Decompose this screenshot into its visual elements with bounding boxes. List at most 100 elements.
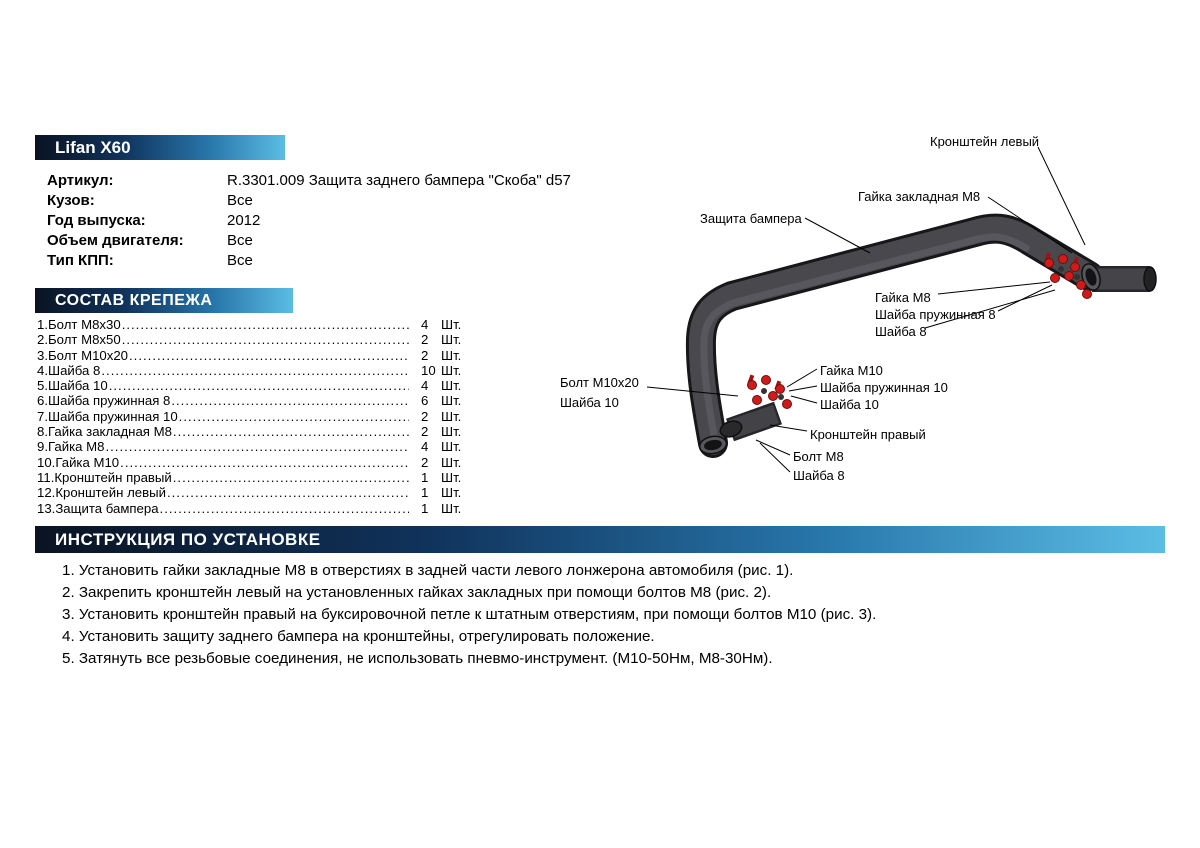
instruction-step: 2. Закрепить кронштейн левый на установл… (62, 584, 772, 601)
list-item: 1.Болт М8х304Шт. (37, 317, 471, 332)
diagram-label: Кронштейн левый (930, 134, 1040, 149)
bumper-guard-drawing-icon (646, 146, 1157, 473)
spec-value: Все (227, 232, 253, 249)
part-qty: 2 (421, 424, 429, 440)
part-unit: Шт. (441, 347, 462, 363)
list-item: 8.Гайка закладная М8 2 Шт. (37, 424, 471, 439)
part-qty: 2 (421, 454, 429, 470)
diagram-label: Шайба 10 (560, 395, 619, 410)
diagram-label: Болт М8 (793, 449, 844, 464)
part-unit: Шт. (441, 469, 462, 485)
spec-row: Кузов: Все (47, 191, 571, 211)
dot-leader (129, 348, 409, 363)
list-item: 2.Болт М8х502Шт. (37, 332, 471, 347)
part-qty: 1 (421, 500, 429, 516)
diagram-label: Шайба пружинная 8 (875, 307, 996, 322)
part-qty: 2 (421, 408, 429, 424)
list-item: 9.Гайка М8 4 Шт. (37, 439, 471, 454)
dot-leader (120, 455, 409, 470)
diagram-label: Шайба 10 (820, 397, 879, 412)
instruction-step: 5. Затянуть все резьбовые соединения, не… (62, 650, 773, 667)
diagram-label: Гайка М10 (820, 363, 883, 378)
hardware-list: 1.Болт М8х304Шт. 2.Болт М8х502Шт. 3.Болт… (37, 317, 471, 516)
diagram-label: Гайка М8 (875, 290, 931, 305)
part-qty: 2 (421, 347, 429, 363)
list-item: 5.Шайба 10 4 Шт. (37, 378, 471, 393)
part-unit: Шт. (441, 439, 462, 455)
part-qty: 1 (421, 485, 429, 501)
hardware-section-title: СОСТАВ КРЕПЕЖА (55, 291, 213, 309)
spec-row: Объем двигателя: Все (47, 231, 571, 251)
part-name: 11.Кронштейн правый (37, 469, 172, 485)
diagram-label: Болт М10х20 (560, 375, 639, 390)
part-unit: Шт. (441, 485, 462, 501)
part-name: 10.Гайка М10 (37, 454, 120, 470)
part-unit: Шт. (441, 378, 462, 394)
part-name: 8.Гайка закладная М8 (37, 424, 172, 440)
part-name: 7.Шайба пружинная 10 (37, 408, 178, 424)
part-qty: 4 (421, 378, 429, 394)
diagram-label: Шайба пружинная 10 (820, 380, 948, 395)
hardware-section-header: СОСТАВ КРЕПЕЖА (35, 288, 293, 313)
list-item: 10.Гайка М10 2 Шт. (37, 455, 471, 470)
spec-value: R.3301.009 Защита заднего бампера "Скоба… (227, 172, 571, 189)
part-name: 12.Кронштейн левый (37, 485, 166, 501)
part-unit: Шт. (441, 500, 462, 516)
part-qty: 4 (421, 439, 429, 455)
part-name: 9.Гайка М8 (37, 439, 105, 455)
spec-label: Объем двигателя: (47, 232, 184, 249)
spec-row: Артикул: R.3301.009 Защита заднего бампе… (47, 171, 571, 191)
part-unit: Шт. (441, 454, 462, 470)
part-unit: Шт. (441, 424, 462, 440)
spec-row: Тип КПП: Все (47, 251, 571, 271)
part-name: 6.Шайба пружинная 8 (37, 393, 171, 409)
list-item: 6.Шайба пружинная 8 6 Шт. (37, 393, 471, 408)
part-qty: 10 (421, 362, 436, 378)
specs-table: Артикул: R.3301.009 Защита заднего бампе… (47, 171, 571, 271)
dot-leader (122, 332, 409, 347)
spec-label: Кузов: (47, 192, 95, 209)
list-item: 13.Защита бампера 1 Шт. (37, 501, 471, 516)
model-title: Lifan X60 (55, 137, 131, 157)
instruction-steps: 1. Установить гайки закладные М8 в отвер… (62, 560, 876, 670)
spec-label: Тип КПП: (47, 252, 114, 269)
dot-leader (179, 409, 409, 424)
part-unit: Шт. (441, 393, 462, 409)
diagram-label: Кронштейн правый (810, 427, 926, 442)
instructions-section-header: ИНСТРУКЦИЯ ПО УСТАНОВКЕ (35, 526, 1165, 553)
dot-leader (109, 378, 409, 393)
dot-leader (167, 485, 409, 500)
part-qty: 6 (421, 393, 429, 409)
dot-leader (173, 424, 409, 439)
part-unit: Шт. (441, 362, 462, 378)
spec-value: Все (227, 252, 253, 269)
list-item: 12.Кронштейн левый 1 Шт. (37, 485, 471, 500)
part-name: 1.Болт М8х30 (37, 317, 121, 332)
dot-leader (160, 501, 409, 516)
dot-leader (173, 470, 409, 485)
list-item: 11.Кронштейн правый 1 Шт. (37, 470, 471, 485)
spec-value: 2012 (227, 212, 261, 229)
diagram-label: Защита бампера (700, 211, 802, 226)
list-item: 4.Шайба 8 10 Шт. (37, 363, 471, 378)
dot-leader (122, 317, 409, 332)
bumper-guard-diagram: Кронштейн левый Гайка закладная М8 Защит… (540, 125, 1180, 495)
instruction-step: 3. Установить кронштейн правый на буксир… (62, 606, 877, 623)
dot-leader (101, 363, 409, 378)
model-header-bar: Lifan X60 (35, 135, 285, 160)
spec-value: Все (227, 192, 253, 209)
part-name: 13.Защита бампера (37, 500, 159, 516)
diagram-label: Шайба 8 (793, 468, 845, 483)
part-unit: Шт. (441, 332, 462, 348)
spec-label: Год выпуска: (47, 212, 146, 229)
part-unit: Шт. (441, 317, 462, 332)
instructions-section-title: ИНСТРУКЦИЯ ПО УСТАНОВКЕ (55, 529, 321, 549)
part-name: 4.Шайба 8 (37, 362, 101, 378)
part-qty: 1 (421, 469, 429, 485)
instruction-step: 1. Установить гайки закладные М8 в отвер… (62, 562, 794, 579)
spec-label: Артикул: (47, 172, 114, 189)
part-unit: Шт. (441, 408, 462, 424)
spec-row: Год выпуска: 2012 (47, 211, 571, 231)
part-name: 5.Шайба 10 (37, 378, 108, 394)
